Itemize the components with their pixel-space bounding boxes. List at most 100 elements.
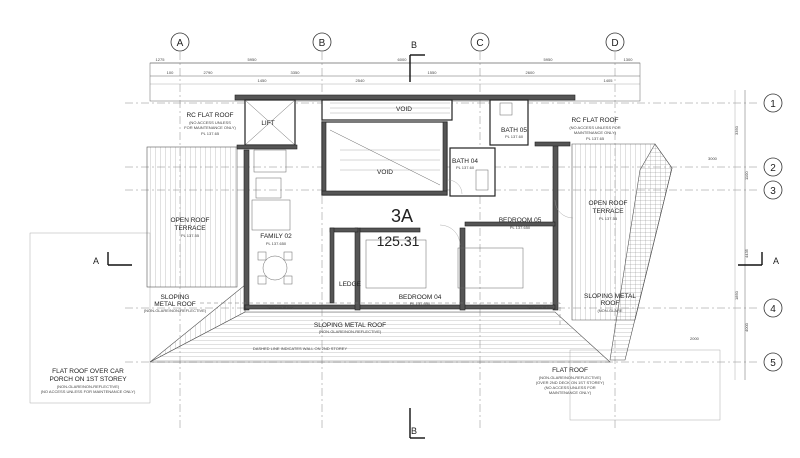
svg-text:4: 4 <box>770 304 776 315</box>
room-sloping-left: SLOPING METAL ROOF (NON-GLARE/NON-REFLEC… <box>144 294 207 313</box>
svg-text:TERRACE: TERRACE <box>592 208 624 215</box>
room-rc-flat-roof-left: RC FLAT ROOF (NO ACCESS UNLESS FOR MAINT… <box>184 112 236 136</box>
svg-text:SLOPING: SLOPING <box>161 294 190 301</box>
door-swings <box>439 179 574 246</box>
svg-text:5950: 5950 <box>248 57 258 62</box>
svg-text:RC FLAT ROOF: RC FLAT ROOF <box>571 117 618 124</box>
svg-text:FLAT ROOF OVER CAR: FLAT ROOF OVER CAR <box>52 368 124 375</box>
dimension-lines-top: 1275 5950 6000 5950 1300 2790 3350 2600 … <box>150 57 640 85</box>
grid-column-bubble-d: D <box>605 32 625 52</box>
svg-text:(NON-GLARE/NON-REFLECTIVE): (NON-GLARE/NON-REFLECTIVE) <box>57 384 120 389</box>
svg-text:PL 137.65: PL 137.65 <box>201 131 220 136</box>
room-bedroom05: BEDROOM 05 PL 137.650 <box>499 217 542 230</box>
room-sloping-bottom: SLOPING METAL ROOF (NON-GLARE/NON-REFLEC… <box>314 322 386 334</box>
svg-text:PL 137.55: PL 137.55 <box>599 216 618 221</box>
svg-text:PL 137.60: PL 137.60 <box>505 134 524 139</box>
section-marker-left: A <box>93 252 132 266</box>
svg-text:SLOPING METAL: SLOPING METAL <box>584 293 636 300</box>
grid-column-bubble-c: C <box>470 32 490 52</box>
svg-text:(NON-GLARE/NON-REFLECTIVE): (NON-GLARE/NON-REFLECTIVE) <box>144 308 207 313</box>
svg-text:(NO ACCESS UNLESS: (NO ACCESS UNLESS <box>189 120 231 125</box>
svg-text:1: 1 <box>770 99 776 110</box>
grid-column-label: A <box>177 38 184 49</box>
grid-column-label: D <box>611 38 618 49</box>
left-terrace-area <box>146 146 238 288</box>
svg-text:SLOPING METAL ROOF: SLOPING METAL ROOF <box>314 322 386 329</box>
svg-text:1850: 1850 <box>734 290 739 300</box>
room-void-top-label: VOID <box>396 106 412 113</box>
svg-text:A: A <box>773 256 779 266</box>
section-marker-top: B <box>409 40 425 82</box>
svg-text:3000: 3000 <box>708 156 718 161</box>
svg-text:1275: 1275 <box>156 57 166 62</box>
svg-text:4435: 4435 <box>744 248 749 258</box>
svg-text:BATH 05: BATH 05 <box>501 127 527 134</box>
svg-text:(NON-GLARE/NON-REFLECTIVE): (NON-GLARE/NON-REFLECTIVE) <box>539 375 602 380</box>
svg-text:(NON-GLARE/NON-REFLECTIVE): (NON-GLARE/NON-REFLECTIVE) <box>319 329 382 334</box>
grid-row-bubble-1: 1 <box>763 93 783 113</box>
svg-text:MAINTENANCE ONLY): MAINTENANCE ONLY) <box>574 130 617 135</box>
svg-text:1405: 1405 <box>604 78 614 83</box>
svg-text:5950: 5950 <box>544 57 554 62</box>
svg-text:B: B <box>411 40 417 50</box>
svg-text:BATH 04: BATH 04 <box>452 158 478 165</box>
svg-text:BEDROOM 05: BEDROOM 05 <box>499 217 542 224</box>
room-bedroom04: BEDROOM 04 PL 137.650 <box>399 294 442 306</box>
room-bath05: BATH 05 PL 137.60 <box>501 127 527 139</box>
svg-text:FAMILY 02: FAMILY 02 <box>260 233 292 240</box>
svg-text:RC FLAT ROOF: RC FLAT ROOF <box>186 112 233 119</box>
svg-text:2790: 2790 <box>204 70 214 75</box>
svg-text:5: 5 <box>770 358 776 369</box>
grid-row-bubble-2: 2 <box>763 157 783 177</box>
grid-row-bubble-3: 3 <box>763 180 783 200</box>
dimension-lines-right: 3350 3000 1100 4435 1850 4000 2000 <box>690 90 749 380</box>
svg-text:2600: 2600 <box>526 70 536 75</box>
grid-column-label: C <box>476 38 483 49</box>
svg-text:FLAT ROOF: FLAT ROOF <box>552 367 588 374</box>
right-sloping-edge <box>609 143 673 361</box>
svg-text:BEDROOM 04: BEDROOM 04 <box>399 294 442 301</box>
svg-text:OPEN ROOF: OPEN ROOF <box>170 217 209 224</box>
svg-text:1550: 1550 <box>428 70 438 75</box>
svg-text:100: 100 <box>167 70 174 75</box>
svg-text:(NO ACCESS UNLESS FOR: (NO ACCESS UNLESS FOR <box>569 125 620 130</box>
svg-text:3350: 3350 <box>291 70 301 75</box>
svg-text:(OVER 2ND DECK ON 1ST STOREY): (OVER 2ND DECK ON 1ST STOREY) <box>536 380 605 385</box>
ffl-line-left: 2400mm ffl line <box>266 305 294 310</box>
room-sloping-right: SLOPING METAL ROOF (NON-GLARE <box>584 293 636 313</box>
room-family02: FAMILY 02 PL 137.650 <box>260 233 292 246</box>
svg-text:1450: 1450 <box>258 78 268 83</box>
furniture <box>251 102 524 289</box>
room-void-mid-label: VOID <box>377 169 393 176</box>
svg-text:2: 2 <box>770 163 776 174</box>
grid-column-bubble-b: B <box>312 32 332 52</box>
svg-text:(NO ACCESS UNLESS FOR MAINTENA: (NO ACCESS UNLESS FOR MAINTENANCE ONLY) <box>41 389 136 394</box>
room-terrace-right: OPEN ROOF TERRACE PL 137.55 <box>588 200 627 221</box>
svg-text:PL 137.650: PL 137.650 <box>266 241 287 246</box>
grid-row-bubble-5: 5 <box>763 352 783 372</box>
grid-column-label: B <box>319 38 326 49</box>
svg-text:4000: 4000 <box>744 322 749 332</box>
room-bath04: BATH 04 PL 137.60 <box>452 158 478 170</box>
section-marker-bottom: B <box>409 408 425 439</box>
section-marker-right: A <box>738 252 779 266</box>
building-walls <box>234 94 576 311</box>
svg-text:TERRACE: TERRACE <box>174 225 206 232</box>
grid-row-bubble-4: 4 <box>763 298 783 318</box>
ffl-line-right: 2400mm ffl line <box>526 305 554 310</box>
svg-text:PL 137.55: PL 137.55 <box>181 233 200 238</box>
svg-text:FOR MAINTENANCE ONLY): FOR MAINTENANCE ONLY) <box>184 125 236 130</box>
svg-text:6000: 6000 <box>398 57 408 62</box>
svg-text:1100: 1100 <box>744 171 749 180</box>
svg-text:PL 137.65: PL 137.65 <box>586 136 605 141</box>
room-ledge: LEDGE <box>339 281 362 288</box>
svg-text:PORCH ON 1ST STOREY: PORCH ON 1ST STOREY <box>49 376 127 383</box>
svg-text:B: B <box>411 426 417 436</box>
unit-area: 125.31 <box>377 233 420 249</box>
svg-text:(NO ACCESS UNLESS FOR: (NO ACCESS UNLESS FOR <box>544 385 595 390</box>
svg-text:1300: 1300 <box>624 57 634 62</box>
svg-text:3350: 3350 <box>734 125 739 135</box>
svg-text:PL 137.60: PL 137.60 <box>456 165 475 170</box>
room-flat-roof-porch: FLAT ROOF OVER CAR PORCH ON 1ST STOREY (… <box>41 368 136 394</box>
